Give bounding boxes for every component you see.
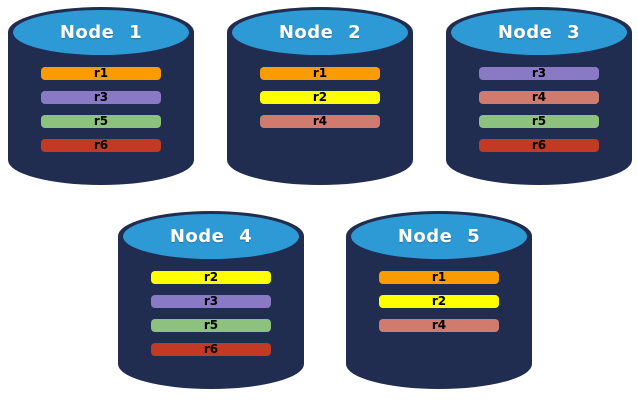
node-cylinder-2: Node 2 r1 r2 r4 [227, 7, 413, 185]
replica-bar-r2: r2 [151, 271, 271, 284]
replica-list: r2 r3 r5 r6 [151, 271, 271, 356]
replica-label: r1 [93, 66, 109, 80]
replica-bar-r4: r4 [479, 91, 599, 104]
node-label: Node 2 [278, 22, 362, 43]
replica-label: r3 [203, 294, 219, 308]
cylinder-top: Node 3 [451, 10, 627, 55]
replica-bar-r2: r2 [260, 91, 380, 104]
replica-bar-r6: r6 [479, 139, 599, 152]
replica-bar-r5: r5 [479, 115, 599, 128]
replica-label: r3 [93, 90, 109, 104]
replica-bar-r1: r1 [379, 271, 499, 284]
replica-bar-r4: r4 [379, 319, 499, 332]
replica-bar-r1: r1 [41, 67, 161, 80]
replica-list: r1 r2 r4 [260, 67, 380, 128]
replica-label: r6 [203, 342, 219, 356]
replica-list: r1 r2 r4 [379, 271, 499, 332]
replica-label: r6 [93, 138, 109, 152]
replica-bar-r5: r5 [41, 115, 161, 128]
replica-bar-r3: r3 [151, 295, 271, 308]
replica-list: r3 r4 r5 r6 [479, 67, 599, 152]
replica-label: r3 [531, 66, 547, 80]
node-cylinder-1: Node 1 r1 r3 r5 r6 [8, 7, 194, 185]
replica-label: r2 [431, 294, 447, 308]
cylinder-top: Node 4 [123, 214, 299, 259]
replica-bar-r4: r4 [260, 115, 380, 128]
node-cylinder-5: Node 5 r1 r2 r4 [346, 211, 532, 389]
replica-bar-r1: r1 [260, 67, 380, 80]
replica-label: r2 [312, 90, 328, 104]
replica-label: r4 [531, 90, 547, 104]
node-label: Node 3 [497, 22, 581, 43]
replica-label: r5 [93, 114, 109, 128]
replica-label: r1 [431, 270, 447, 284]
replica-label: r5 [203, 318, 219, 332]
cylinder-top: Node 2 [232, 10, 408, 55]
replica-bar-r3: r3 [41, 91, 161, 104]
cylinder-top: Node 1 [13, 10, 189, 55]
node-label: Node 5 [397, 226, 481, 247]
replica-label: r6 [531, 138, 547, 152]
replica-bar-r6: r6 [151, 343, 271, 356]
replica-list: r1 r3 r5 r6 [41, 67, 161, 152]
replica-bar-r2: r2 [379, 295, 499, 308]
node-label: Node 1 [59, 22, 143, 43]
replica-bar-r6: r6 [41, 139, 161, 152]
replica-label: r4 [431, 318, 447, 332]
replica-label: r1 [312, 66, 328, 80]
replica-bar-r3: r3 [479, 67, 599, 80]
replica-label: r2 [203, 270, 219, 284]
node-cylinder-4: Node 4 r2 r3 r5 r6 [118, 211, 304, 389]
replica-label: r5 [531, 114, 547, 128]
cylinder-top: Node 5 [351, 214, 527, 259]
replica-bar-r5: r5 [151, 319, 271, 332]
node-cylinder-3: Node 3 r3 r4 r5 r6 [446, 7, 632, 185]
replica-label: r4 [312, 114, 328, 128]
node-label: Node 4 [169, 226, 253, 247]
